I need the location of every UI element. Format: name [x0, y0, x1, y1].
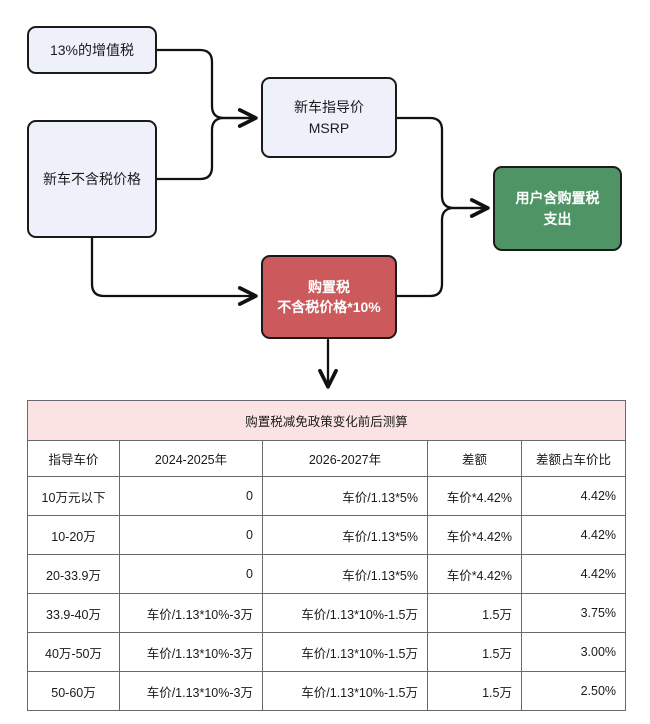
connector-netprice-to-tax — [90, 236, 258, 306]
cell-2024-2025: 0 — [119, 554, 263, 594]
cell-2026-2027: 车价/1.13*5% — [262, 476, 428, 516]
cell-difference-ratio: 2.50% — [520, 671, 627, 711]
cell-difference: 车价*4.42% — [427, 476, 522, 516]
table-row: 33.9-40万 车价/1.13*10%-3万 车价/1.13*10%-1.5万… — [27, 593, 627, 633]
table-title-head: 购置税减免政策变化前后测算 — [26, 400, 627, 441]
cell-difference-ratio: 4.42% — [520, 515, 627, 555]
cell-price-range: 10-20万 — [27, 515, 120, 555]
cell-price-range: 33.9-40万 — [27, 593, 120, 633]
table-body: 10万元以下 0 车价/1.13*5% 车价*4.42% 4.42% 10-20… — [27, 476, 627, 711]
cell-difference-ratio: 3.75% — [520, 593, 627, 633]
cell-price-range: 10万元以下 — [27, 476, 120, 516]
column-header-difference-ratio: 差额占车价比 — [520, 440, 627, 477]
cell-price-range: 50-60万 — [27, 671, 120, 711]
cell-2024-2025: 车价/1.13*10%-3万 — [119, 632, 263, 672]
column-header-price-range: 指导车价 — [27, 440, 120, 477]
cell-2024-2025: 车价/1.13*10%-3万 — [119, 671, 263, 711]
node-purchase-tax-label-line2: 不含税价格*10% — [277, 299, 381, 315]
cell-2024-2025: 0 — [119, 476, 263, 516]
node-user-expenditure-label-line2: 支出 — [543, 210, 572, 227]
node-vat-rate-label: 13%的增值税 — [49, 41, 135, 58]
cell-2026-2027: 车价/1.13*10%-1.5万 — [262, 593, 428, 633]
table-title: 购置税减免政策变化前后测算 — [26, 400, 627, 441]
cell-2024-2025: 车价/1.13*10%-3万 — [119, 593, 263, 633]
node-msrp-label-line1: 新车指导价 — [294, 99, 364, 116]
table-title-row: 购置税减免政策变化前后测算 — [26, 400, 627, 441]
cell-difference-ratio: 3.00% — [520, 632, 627, 672]
cell-2026-2027: 车价/1.13*5% — [262, 554, 428, 594]
node-purchase-tax[interactable]: 购置税 不含税价格*10% — [261, 255, 397, 339]
column-header-2026-2027: 2026-2027年 — [262, 440, 428, 477]
node-purchase-tax-label-line1: 购置税 — [308, 278, 350, 295]
node-vat-rate[interactable]: 13%的增值税 — [27, 26, 157, 74]
node-msrp[interactable]: 新车指导价 MSRP — [261, 77, 397, 158]
cell-2026-2027: 车价/1.13*10%-1.5万 — [262, 632, 428, 672]
cell-price-range: 40万-50万 — [27, 632, 120, 672]
node-user-expenditure[interactable]: 用户含购置税 支出 — [493, 166, 622, 251]
cell-difference: 1.5万 — [427, 671, 522, 711]
column-header-difference: 差额 — [427, 440, 522, 477]
cell-2024-2025: 0 — [119, 515, 263, 555]
table-row: 20-33.9万 0 车价/1.13*5% 车价*4.42% 4.42% — [27, 554, 627, 594]
connector-tax-to-output — [395, 198, 490, 298]
cell-difference: 车价*4.42% — [427, 554, 522, 594]
table-row: 40万-50万 车价/1.13*10%-3万 车价/1.13*10%-1.5万 … — [27, 632, 627, 672]
connector-vat-to-msrp — [155, 48, 256, 120]
table-row: 10万元以下 0 车价/1.13*5% 车价*4.42% 4.42% — [27, 476, 627, 516]
flowchart-connectors — [90, 48, 490, 389]
node-new-car-net-price-label: 新车不含税价格 — [43, 170, 141, 187]
node-user-expenditure-label-line1: 用户含购置税 — [515, 190, 600, 207]
cell-difference: 车价*4.42% — [427, 515, 522, 555]
table-row: 10-20万 0 车价/1.13*5% 车价*4.42% 4.42% — [27, 515, 627, 555]
cell-difference-ratio: 4.42% — [520, 476, 627, 516]
connector-msrp-to-output — [395, 116, 488, 210]
table-row: 50-60万 车价/1.13*10%-3万 车价/1.13*10%-1.5万 1… — [27, 671, 627, 711]
connector-netprice-to-msrp — [155, 108, 258, 181]
cell-difference: 1.5万 — [427, 593, 522, 633]
node-msrp-label-line2: MSRP — [308, 119, 350, 136]
purchase-tax-comparison-table: 购置税减免政策变化前后测算 指导车价 2024-2025年 2026-2027年… — [26, 400, 627, 711]
cell-price-range: 20-33.9万 — [27, 554, 120, 594]
node-new-car-net-price[interactable]: 新车不含税价格 — [27, 120, 157, 238]
cell-difference: 1.5万 — [427, 632, 522, 672]
column-header-2024-2025: 2024-2025年 — [119, 440, 263, 477]
table-column-head: 指导车价 2024-2025年 2026-2027年 差额 差额占车价比 — [27, 440, 627, 477]
cell-2026-2027: 车价/1.13*5% — [262, 515, 428, 555]
cell-difference-ratio: 4.42% — [520, 554, 627, 594]
cell-2026-2027: 车价/1.13*10%-1.5万 — [262, 671, 428, 711]
table-header-row: 指导车价 2024-2025年 2026-2027年 差额 差额占车价比 — [27, 440, 627, 477]
